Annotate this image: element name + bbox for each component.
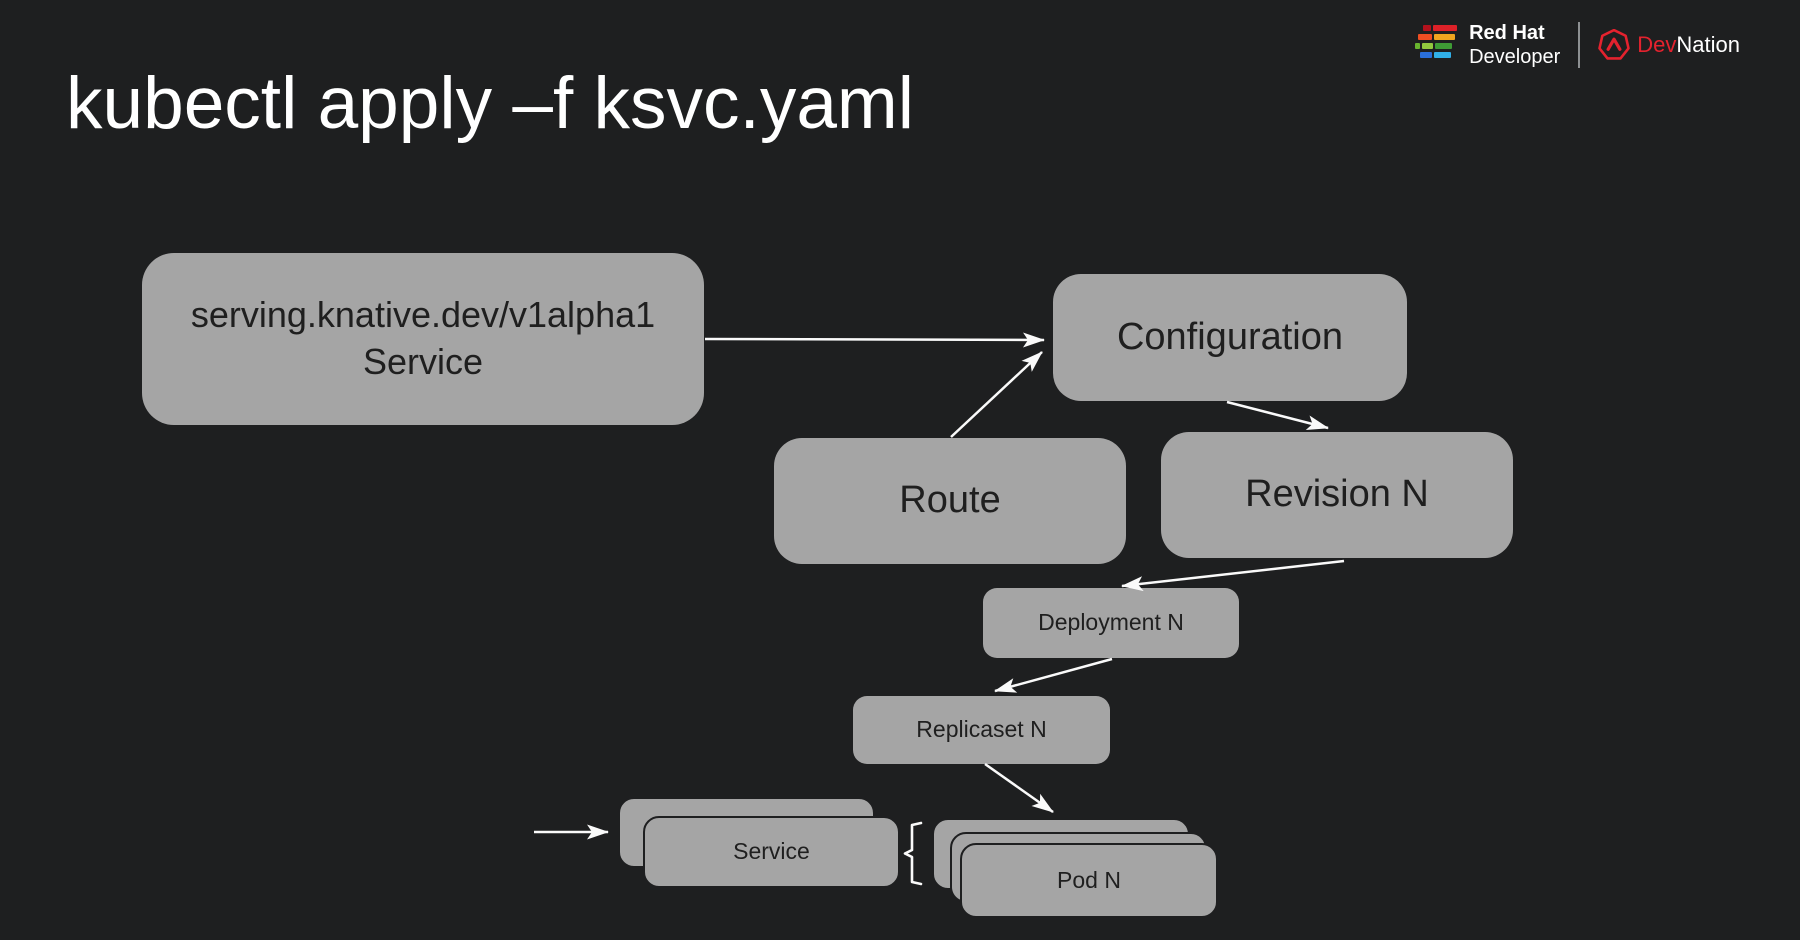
brand-header: Red Hat Developer DevNation <box>1415 22 1740 68</box>
redhat-developer: Developer <box>1469 46 1561 68</box>
redhat-developer-logo: Red Hat Developer <box>1415 22 1560 68</box>
devnation-nation: Nation <box>1676 32 1740 57</box>
brand-divider <box>1578 22 1581 68</box>
brace-service-pod <box>903 821 923 886</box>
arrow-ksvc-to-configuration <box>704 332 1045 348</box>
node-pod-n: Pod N <box>960 843 1218 918</box>
node-replicaset-n: Replicaset N <box>853 696 1110 764</box>
redhat-name: Red Hat <box>1469 22 1545 44</box>
arrow-revision-to-deployment <box>1121 559 1345 592</box>
redhat-wordmark: Red Hat Developer <box>1469 22 1560 68</box>
node-configuration: Configuration <box>1053 274 1407 401</box>
node-ksvc-label: serving.knative.dev/v1alpha1 Service <box>190 294 656 382</box>
arrow-deployment-to-replicaset <box>994 657 1113 693</box>
arrow-replicaset-to-pod <box>984 762 1054 814</box>
redhat-stripes-icon <box>1415 22 1458 58</box>
slide-title: kubectl apply –f ksvc.yaml <box>66 63 914 144</box>
devnation-logo: DevNation <box>1598 29 1740 61</box>
devnation-wordmark: DevNation <box>1637 32 1740 58</box>
node-service: Service <box>643 816 900 888</box>
node-ksvc-service: serving.knative.dev/v1alpha1 Service <box>142 253 704 425</box>
node-deployment-n: Deployment N <box>983 588 1239 658</box>
arrow-route-to-configuration <box>950 351 1043 438</box>
node-revision-n: Revision N <box>1161 432 1513 558</box>
node-route: Route <box>774 438 1126 564</box>
devnation-dev: Dev <box>1637 32 1677 57</box>
arrow-configuration-to-revision <box>1226 400 1329 431</box>
devnation-heptagon-icon <box>1598 29 1631 60</box>
